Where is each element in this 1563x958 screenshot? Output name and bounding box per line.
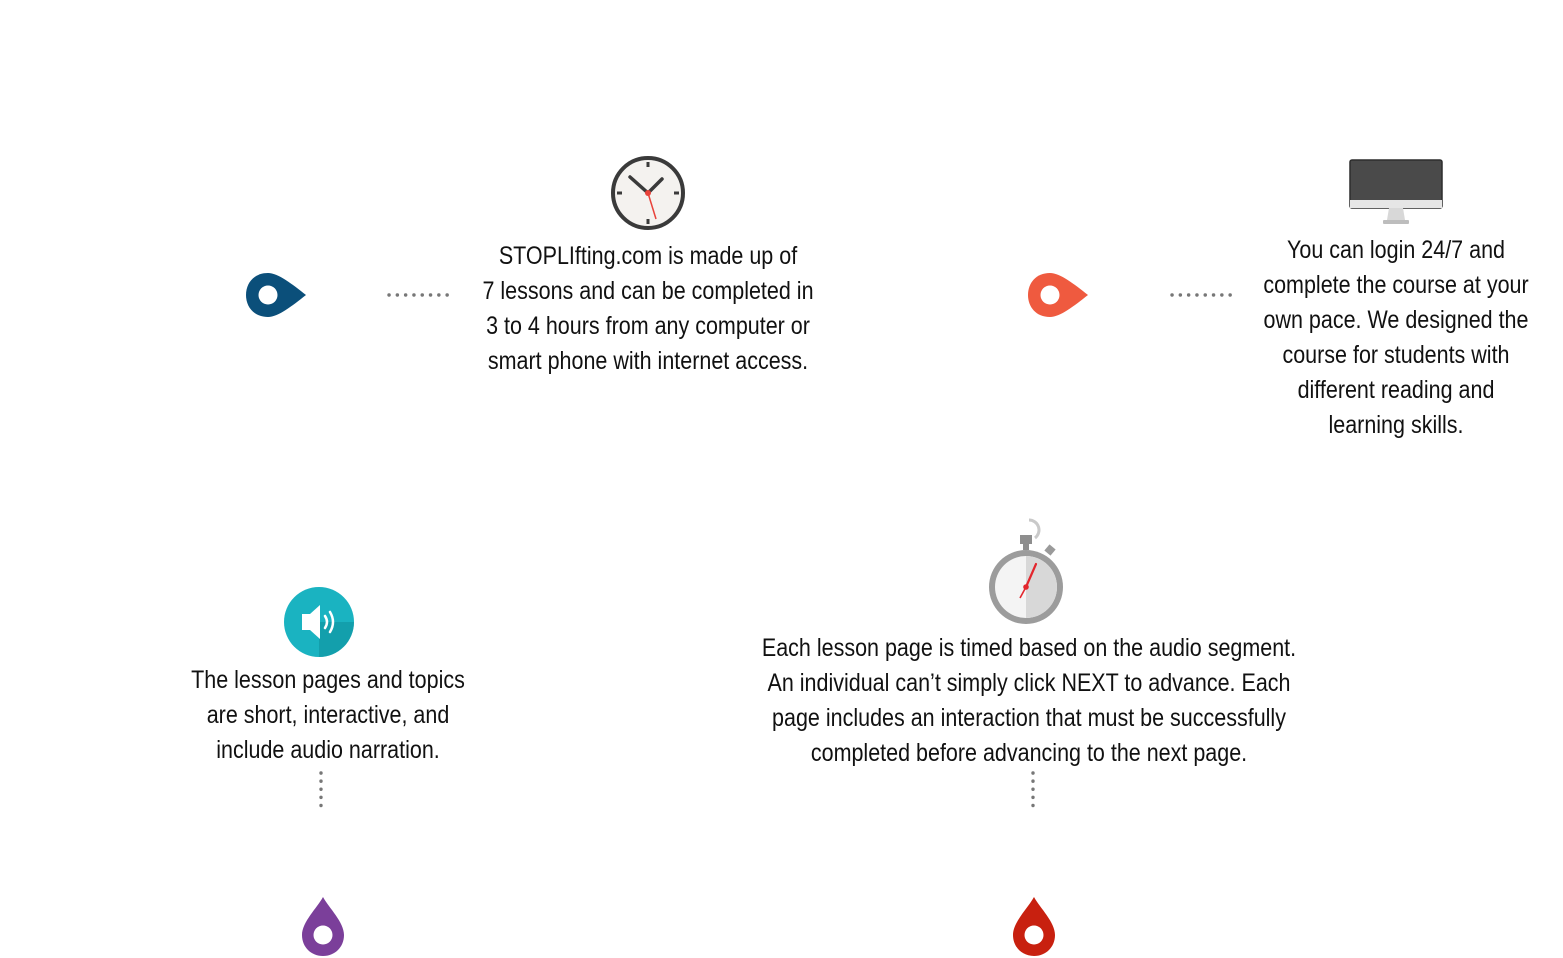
clock-icon bbox=[610, 155, 686, 231]
text-line: An individual can’t simply click NEXT to… bbox=[767, 669, 1291, 697]
map-pin-marker-purple bbox=[301, 896, 345, 958]
dotted-connector bbox=[319, 771, 323, 815]
feature-text-timed: Each lesson page is timed based on the a… bbox=[728, 631, 1330, 771]
map-pin-marker-orange bbox=[1028, 272, 1090, 320]
map-pin-marker-blue bbox=[246, 272, 308, 320]
text-line: are short, interactive, and bbox=[206, 701, 450, 729]
text-line: course for students with bbox=[1282, 341, 1510, 369]
feature-text-lessons: STOPLIfting.com is made up of 7 lessons … bbox=[476, 239, 820, 379]
text-line: include audio narration. bbox=[216, 736, 440, 764]
text-line: completed before advancing to the next p… bbox=[810, 739, 1248, 767]
text-line: complete the course at your bbox=[1263, 271, 1529, 299]
text-line: Each lesson page is timed based on the a… bbox=[761, 634, 1297, 662]
map-pin-marker-red bbox=[1012, 896, 1056, 958]
dotted-connector bbox=[387, 293, 457, 297]
feature-text-anytime: You can login 24/7 and complete the cour… bbox=[1241, 233, 1551, 443]
text-line: 7 lessons and can be completed in bbox=[482, 277, 814, 305]
text-line: own pace. We designed the bbox=[1263, 306, 1529, 334]
text-line: STOPLIfting.com is made up of bbox=[498, 242, 798, 270]
text-line: smart phone with internet access. bbox=[487, 347, 809, 375]
text-line: learning skills. bbox=[1328, 411, 1464, 439]
text-line: different reading and bbox=[1297, 376, 1495, 404]
text-line: You can login 24/7 and bbox=[1287, 236, 1505, 264]
feature-text-audio: The lesson pages and topics are short, i… bbox=[178, 663, 479, 768]
text-line: page includes an interaction that must b… bbox=[772, 704, 1286, 732]
text-line: 3 to 4 hours from any computer or bbox=[486, 312, 810, 340]
stopwatch-icon bbox=[985, 516, 1067, 626]
dotted-connector bbox=[1170, 293, 1240, 297]
dotted-connector bbox=[1031, 771, 1035, 815]
text-line: The lesson pages and topics bbox=[191, 666, 465, 694]
monitor-icon bbox=[1349, 158, 1443, 228]
speaker-icon bbox=[284, 587, 354, 657]
